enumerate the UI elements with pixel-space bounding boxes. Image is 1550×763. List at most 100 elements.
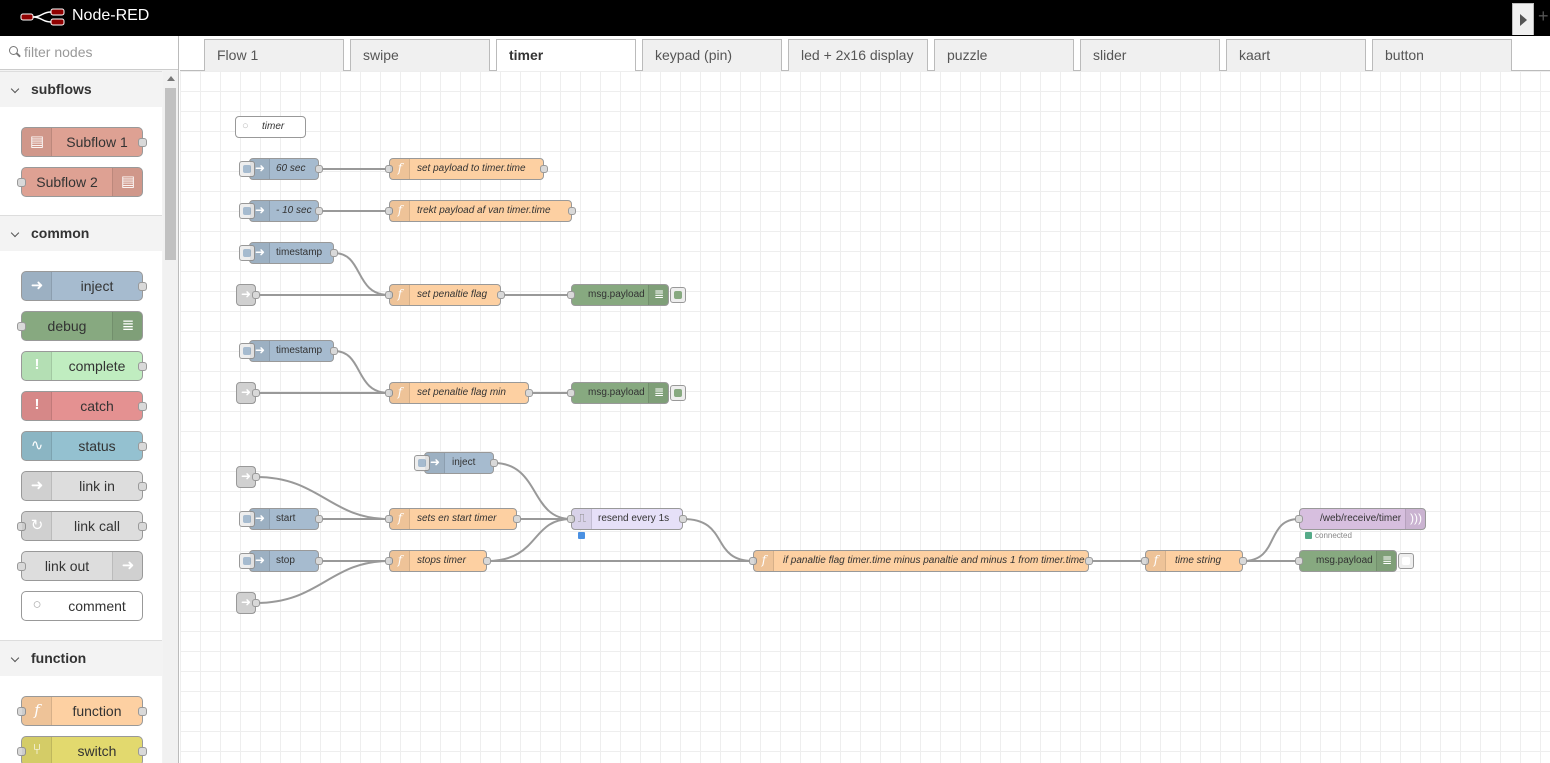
output-port[interactable] — [315, 557, 323, 565]
palette-node-subflow-2[interactable]: Subflow 2 ▤ — [17, 167, 143, 197]
debug-node-3[interactable]: msg.payload ≣ — [1295, 550, 1414, 572]
debug-toggle-button[interactable] — [670, 385, 686, 401]
tab-led-display[interactable]: led + 2x16 display — [788, 39, 928, 71]
function-node-set-penaltie-flag[interactable]: f set penaltie flag — [385, 284, 505, 306]
palette-search-input[interactable] — [24, 44, 164, 60]
output-port[interactable] — [315, 165, 323, 173]
inject-node-timestamp-1[interactable]: ➜ timestamp — [239, 242, 338, 264]
tab-slider[interactable]: slider — [1080, 39, 1220, 71]
inject-node-timestamp-2[interactable]: ➜ timestamp — [239, 340, 338, 362]
inject-node-minus-10-sec[interactable]: ➜ - 10 sec — [239, 200, 323, 222]
input-port[interactable] — [749, 557, 757, 565]
scroll-up-arrow-icon[interactable] — [167, 76, 175, 81]
inject-node-start[interactable]: ➜ start — [239, 508, 323, 530]
function-node-set-payload[interactable]: f set payload to timer.time — [385, 158, 548, 180]
debug-toggle-button[interactable] — [1398, 553, 1414, 569]
trigger-node-resend[interactable]: ⎍ resend every 1s — [567, 508, 687, 530]
palette-node-link-out[interactable]: link out ➜ — [17, 551, 143, 581]
palette-category-function[interactable]: function — [0, 640, 162, 676]
output-port[interactable] — [330, 249, 338, 257]
output-port[interactable] — [252, 389, 260, 397]
input-port[interactable] — [567, 291, 575, 299]
tab-kaart[interactable]: kaart — [1226, 39, 1366, 71]
output-port[interactable] — [1239, 557, 1247, 565]
function-node-stops-timer[interactable]: f stops timer — [385, 550, 491, 572]
function-node-time-string[interactable]: f time string — [1141, 550, 1247, 572]
inject-trigger-button[interactable] — [239, 161, 255, 177]
inject-trigger-button[interactable] — [239, 511, 255, 527]
input-port[interactable] — [1295, 557, 1303, 565]
function-node-trekt-payload[interactable]: f trekt payload af van timer.time — [385, 200, 576, 222]
palette-node-complete[interactable]: ! complete — [21, 351, 147, 381]
input-port[interactable] — [385, 515, 393, 523]
palette-category-common[interactable]: common — [0, 215, 162, 251]
debug-node-1[interactable]: msg.payload ≣ — [567, 284, 686, 306]
inject-trigger-button[interactable] — [239, 203, 255, 219]
output-port[interactable] — [513, 515, 521, 523]
inject-trigger-button[interactable] — [239, 343, 255, 359]
output-port[interactable] — [490, 459, 498, 467]
tab-swipe[interactable]: swipe — [350, 39, 490, 71]
output-port[interactable] — [497, 291, 505, 299]
inject-node-plain[interactable]: ➜ inject — [414, 452, 498, 474]
flow-workspace[interactable]: timer ○ ➜ 60 sec f set payload to timer.… — [180, 71, 1550, 763]
output-port[interactable] — [315, 207, 323, 215]
palette-node-switch[interactable]: ⑂ switch — [17, 736, 147, 763]
palette-node-debug[interactable]: debug ≣ — [17, 311, 143, 341]
function-node-if-panaltie-flag[interactable]: f if panaltie flag timer.time minus pana… — [749, 550, 1093, 572]
input-port[interactable] — [567, 515, 575, 523]
node-label: start — [276, 513, 296, 524]
link-in-node-2[interactable]: ➜ — [236, 382, 260, 404]
tab-flow-1[interactable]: Flow 1 — [204, 39, 344, 71]
output-port[interactable] — [1085, 557, 1093, 565]
output-port[interactable] — [525, 389, 533, 397]
debug-toggle-button[interactable] — [670, 287, 686, 303]
add-tab-button[interactable]: + — [1538, 6, 1549, 26]
input-port[interactable] — [385, 291, 393, 299]
output-port[interactable] — [568, 207, 576, 215]
input-port[interactable] — [385, 557, 393, 565]
tab-scroll-right-button[interactable] — [1512, 3, 1534, 35]
palette-node-subflow-1[interactable]: ▤ Subflow 1 — [21, 127, 147, 157]
palette-node-link-call[interactable]: ↻ link call — [17, 511, 147, 541]
palette-node-comment[interactable]: ○ comment — [21, 591, 143, 621]
inject-trigger-button[interactable] — [239, 553, 255, 569]
output-port[interactable] — [252, 473, 260, 481]
output-port[interactable] — [540, 165, 548, 173]
input-port[interactable] — [385, 207, 393, 215]
input-port[interactable] — [385, 165, 393, 173]
output-port[interactable] — [483, 557, 491, 565]
comment-node-timer[interactable]: timer ○ — [235, 116, 306, 138]
link-in-node-3[interactable]: ➜ — [236, 466, 260, 488]
link-in-node-4[interactable]: ➜ — [236, 592, 260, 614]
palette-scrollbar-thumb[interactable] — [165, 88, 176, 260]
inject-node-stop[interactable]: ➜ stop — [239, 550, 323, 572]
tab-puzzle[interactable]: puzzle — [934, 39, 1074, 71]
input-port[interactable] — [1295, 515, 1303, 523]
tab-button[interactable]: button — [1372, 39, 1512, 71]
palette-category-subflows[interactable]: subflows — [0, 71, 162, 107]
debug-node-2[interactable]: msg.payload ≣ — [567, 382, 686, 404]
output-port[interactable] — [315, 515, 323, 523]
inject-node-60-sec[interactable]: ➜ 60 sec — [239, 158, 323, 180]
input-port[interactable] — [567, 389, 575, 397]
palette-node-function[interactable]: f function — [17, 696, 147, 726]
inject-trigger-button[interactable] — [414, 455, 430, 471]
inject-trigger-button[interactable] — [239, 245, 255, 261]
output-port[interactable] — [679, 515, 687, 523]
palette-node-inject[interactable]: ➜ inject — [21, 271, 147, 301]
tab-keypad-pin[interactable]: keypad (pin) — [642, 39, 782, 71]
output-port[interactable] — [252, 291, 260, 299]
function-node-set-penaltie-flag-min[interactable]: f set penaltie flag min — [385, 382, 533, 404]
websocket-out-node[interactable]: /web/receive/timer ))) — [1295, 508, 1426, 530]
input-port[interactable] — [385, 389, 393, 397]
output-port[interactable] — [252, 599, 260, 607]
output-port[interactable] — [330, 347, 338, 355]
palette-node-status[interactable]: ∿ status — [21, 431, 147, 461]
link-in-node-1[interactable]: ➜ — [236, 284, 260, 306]
input-port[interactable] — [1141, 557, 1149, 565]
function-node-sets-en-start-timer[interactable]: f sets en start timer — [385, 508, 521, 530]
palette-node-catch[interactable]: ! catch — [21, 391, 147, 421]
palette-node-link-in[interactable]: ➜ link in — [21, 471, 147, 501]
tab-timer[interactable]: timer — [496, 39, 636, 72]
